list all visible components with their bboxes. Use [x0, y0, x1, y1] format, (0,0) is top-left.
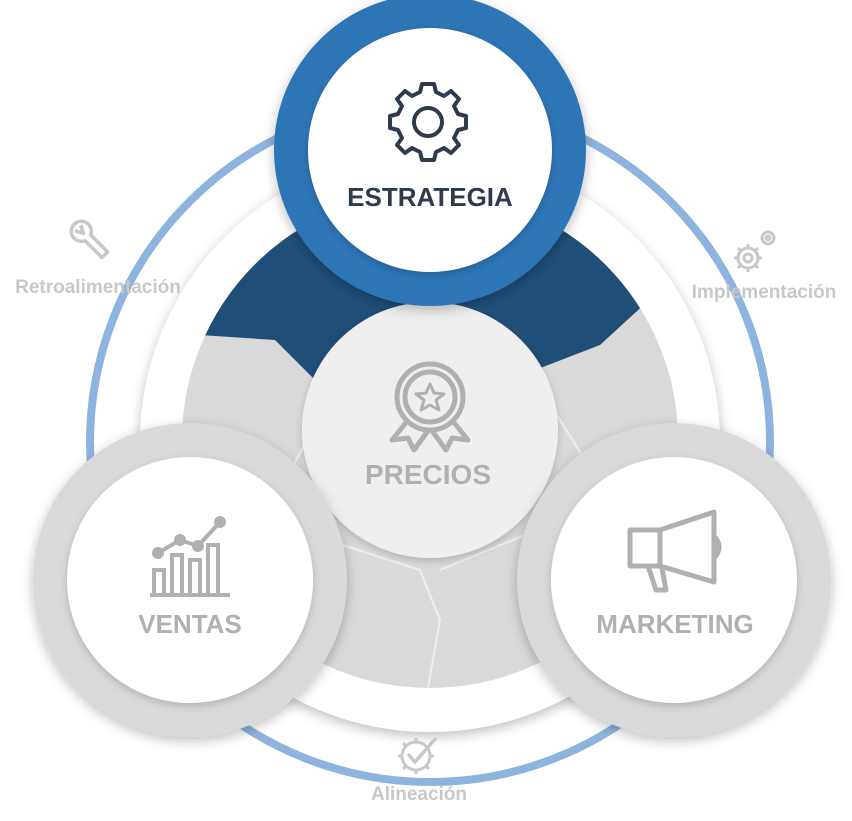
node-right-face[interactable] — [551, 457, 797, 703]
wrench-icon — [69, 219, 110, 260]
megaphone-icon — [627, 509, 722, 593]
node-left-label: VENTAS — [138, 609, 242, 639]
award-ribbon-icon — [389, 361, 471, 453]
gears-icon — [734, 230, 776, 272]
center-label: PRECIOS — [365, 459, 491, 490]
growth-chart-icon — [150, 516, 230, 597]
stage-left-label: Retroalimentación — [15, 277, 181, 298]
stage-right-label: Implementación — [692, 282, 837, 303]
stage-bottom-label: Alineación — [371, 784, 467, 805]
node-top-label: ESTRATEGIA — [347, 182, 513, 212]
node-right-label: MARKETING — [596, 609, 753, 639]
gear-check-icon — [398, 736, 438, 774]
gear-icon — [388, 82, 468, 162]
node-top-face[interactable] — [308, 28, 552, 272]
